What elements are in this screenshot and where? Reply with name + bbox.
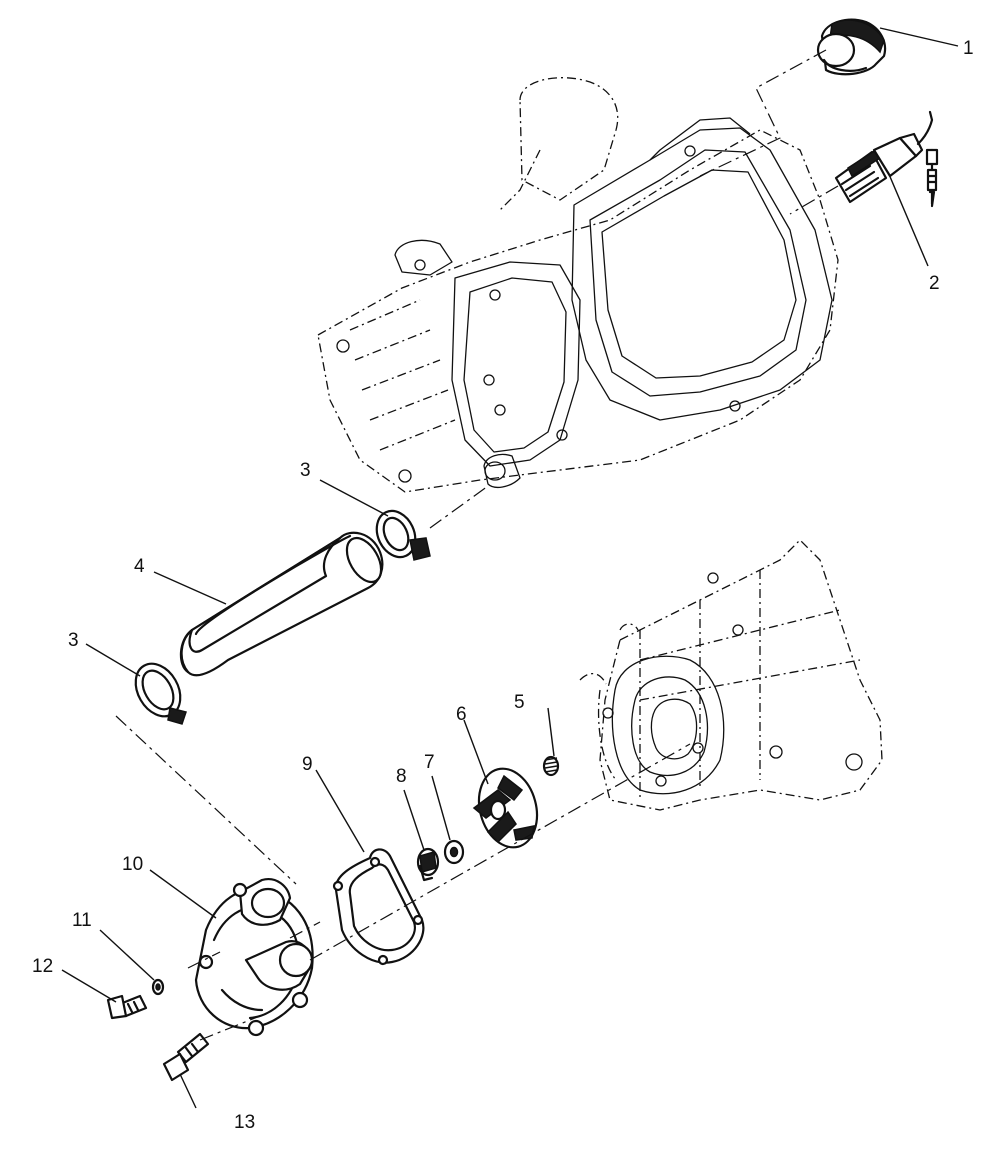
washer (443, 839, 465, 865)
water-pump-cover (194, 878, 314, 1037)
cylinder-head-outline (317, 77, 839, 493)
assembly-lines (115, 49, 839, 1041)
callout-5: 5 (514, 692, 525, 713)
callout-3-lower: 3 (68, 630, 79, 651)
callout-10: 10 (122, 854, 143, 875)
cover-bolt-short (106, 994, 148, 1020)
callout-6: 6 (456, 704, 467, 725)
pump-seal (542, 755, 560, 777)
callout-2: 2 (929, 273, 940, 294)
coolant-hose (179, 531, 384, 677)
callout-1: 1 (963, 38, 974, 59)
hose-clamp-lower (134, 662, 187, 725)
callout-12: 12 (32, 956, 53, 977)
leader-lines (61, 27, 959, 1109)
shaft-seal (416, 847, 440, 882)
thermostat-cap (816, 18, 887, 76)
callout-4: 4 (134, 556, 145, 577)
temperature-sensor (834, 110, 939, 208)
callout-7: 7 (424, 752, 435, 773)
callout-3-upper: 3 (300, 460, 311, 481)
pump-gasket (332, 848, 425, 966)
crankcase-outline (579, 539, 883, 811)
callout-13: 13 (234, 1112, 255, 1133)
callout-labels: 1 2 3 4 3 5 6 7 8 9 10 11 12 13 (32, 38, 974, 1133)
callout-11: 11 (72, 910, 92, 931)
callout-9: 9 (302, 754, 313, 775)
bolt-washer (151, 978, 165, 996)
callout-8: 8 (396, 766, 407, 787)
pump-impeller (472, 767, 539, 849)
hose-clamp-upper (375, 509, 431, 561)
cover-bolt-long (162, 1032, 210, 1082)
